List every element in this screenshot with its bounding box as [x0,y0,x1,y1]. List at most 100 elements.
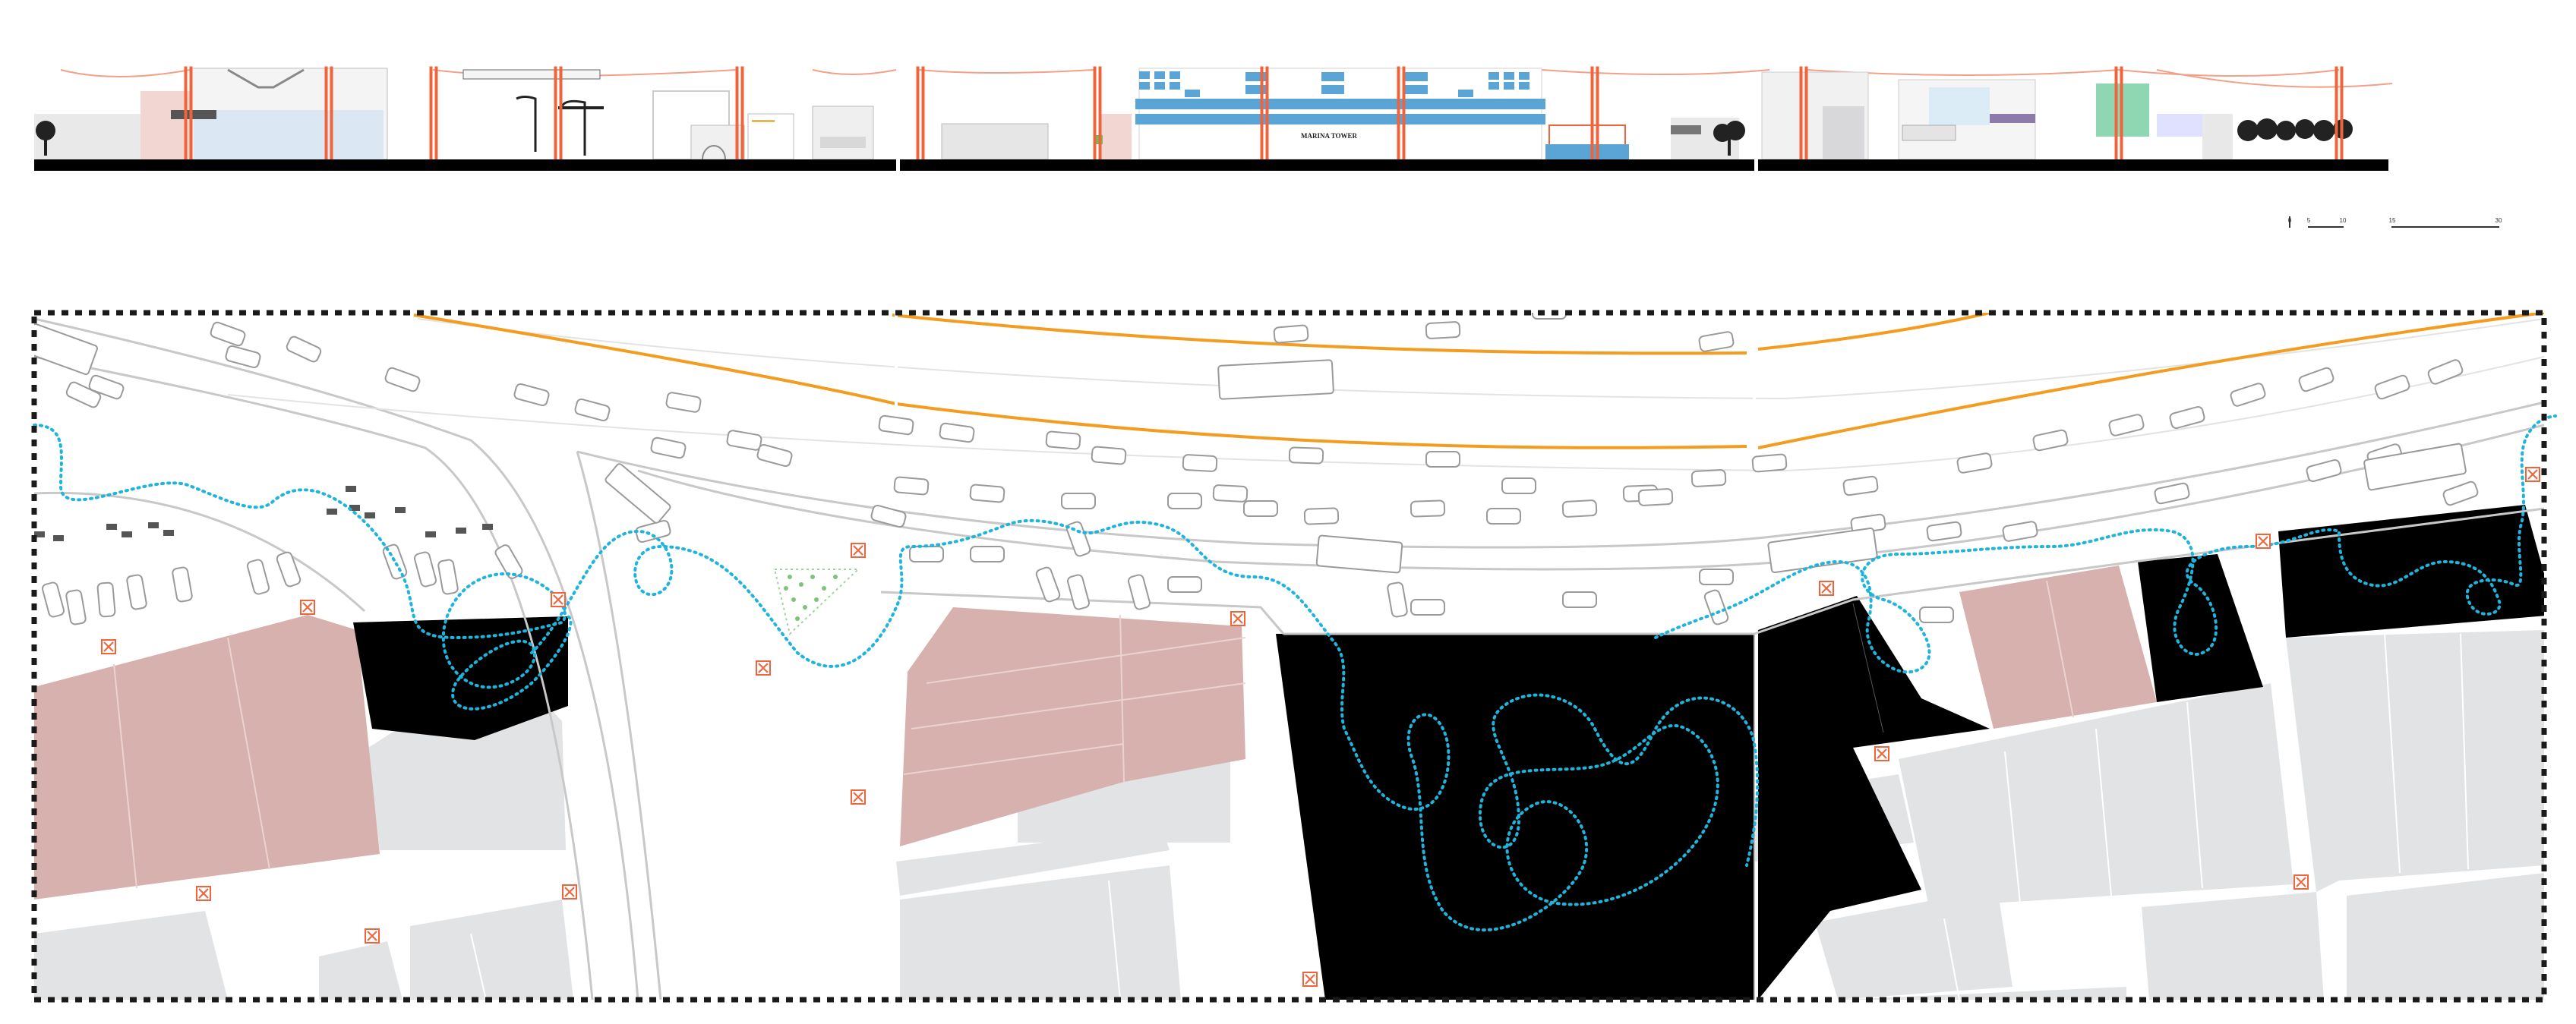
svg-text:0: 0 [2288,217,2292,224]
car-icon [2442,480,2479,506]
square-x-icon [2293,874,2309,890]
car-icon [969,484,1005,503]
car-icon [1303,507,1340,525]
car-icon [2374,374,2410,400]
car-icon [1637,488,1674,506]
car-icon [870,504,907,528]
car-icon [635,519,671,544]
car-icon [88,374,125,400]
car-icon [1425,451,1460,468]
car-icon [1167,493,1202,509]
car-icon [1035,566,1061,603]
car-icon [1622,484,1659,503]
car-icon [2306,458,2342,483]
elevation-buildings-center: MARINA TOWER [941,68,1739,160]
car-icon [1182,454,1218,472]
tree-icon [1713,121,1745,156]
square-x-icon [1302,972,1318,987]
road-lines [34,317,2544,1000]
car-icon [970,546,1005,562]
gray-blocks [34,630,2544,1000]
car-icon [2154,482,2190,505]
pink-lots [34,566,2157,900]
car-icon [1167,576,1202,593]
car-icon [65,381,102,408]
car-icon [1956,452,1993,474]
square-x-icon [101,639,116,654]
square-x-icon [1819,581,1834,596]
car-icon [2169,405,2205,430]
car-icon [1919,607,1954,623]
lane-lines [227,318,2544,472]
car-icon [276,551,301,588]
elevation-buildings-west [34,68,874,160]
vehicles [34,313,2479,625]
bus-icon [1767,527,1878,574]
car-icon [2032,429,2069,452]
elevation-buildings-east [1761,71,2233,160]
car-icon [574,398,611,422]
tree-icon [36,121,55,156]
car-icon [2427,359,2464,385]
car-icon [513,383,550,407]
car-icon [2298,367,2334,392]
car-icon [494,544,523,579]
car-icon [665,392,702,413]
car-icon [1486,508,1521,525]
car-icon [1091,446,1127,465]
car-icon [1410,599,1445,616]
car-icon [1690,469,1727,487]
car-icon [1751,453,1788,473]
car-icon [96,581,116,618]
car-icon [41,581,65,618]
gray-block-seams [470,633,2469,1000]
car-icon [893,476,930,496]
car-icon [878,414,914,436]
black-lots [353,505,2544,1000]
car-icon [1425,321,1461,339]
car-icon [756,443,793,468]
car-icon [1045,430,1081,450]
square-x-icon [300,600,315,615]
car-icon [1065,521,1091,557]
car-icon [1410,499,1446,518]
car-icon [2108,414,2145,436]
svg-text:30: 30 [2496,217,2502,224]
pink-lot-seams [113,580,2074,889]
car-icon [246,559,270,595]
car-icon [939,422,975,443]
tower-label: MARINA TOWER [1301,132,1357,140]
street-elevation: MARINA TOWER [34,66,2502,228]
square-x-icon [365,928,380,944]
dotted-route [33,414,2557,932]
car-icon [1698,331,1735,352]
car-icon [1387,581,1408,618]
car-icon [726,430,762,451]
car-icon [2002,521,2038,542]
car-icon [172,566,193,603]
car-icon [210,321,246,347]
car-icon [1562,591,1597,608]
square-x-icon [562,884,577,900]
bus-icon [605,463,671,524]
car-icon [286,336,322,363]
car-icon [1243,500,1278,517]
markers [101,467,2540,987]
bus-icon [1217,359,1334,400]
car-icon [382,544,408,580]
car-icon [1703,589,1729,625]
car-icon [2230,383,2266,407]
square-x-icon [2525,467,2540,482]
car-icon [909,546,944,562]
car-icon [413,551,437,588]
green-planting [773,569,860,635]
car-icon [1842,475,1879,496]
square-x-icon [1230,611,1245,626]
square-x-icon [196,886,211,901]
marina-tower-windows [1135,71,1545,124]
car-icon [1532,313,1567,320]
car-icon [384,367,421,392]
square-x-icon [2256,534,2271,549]
tram-lines [413,313,2544,449]
bus-icon [1315,534,1403,574]
